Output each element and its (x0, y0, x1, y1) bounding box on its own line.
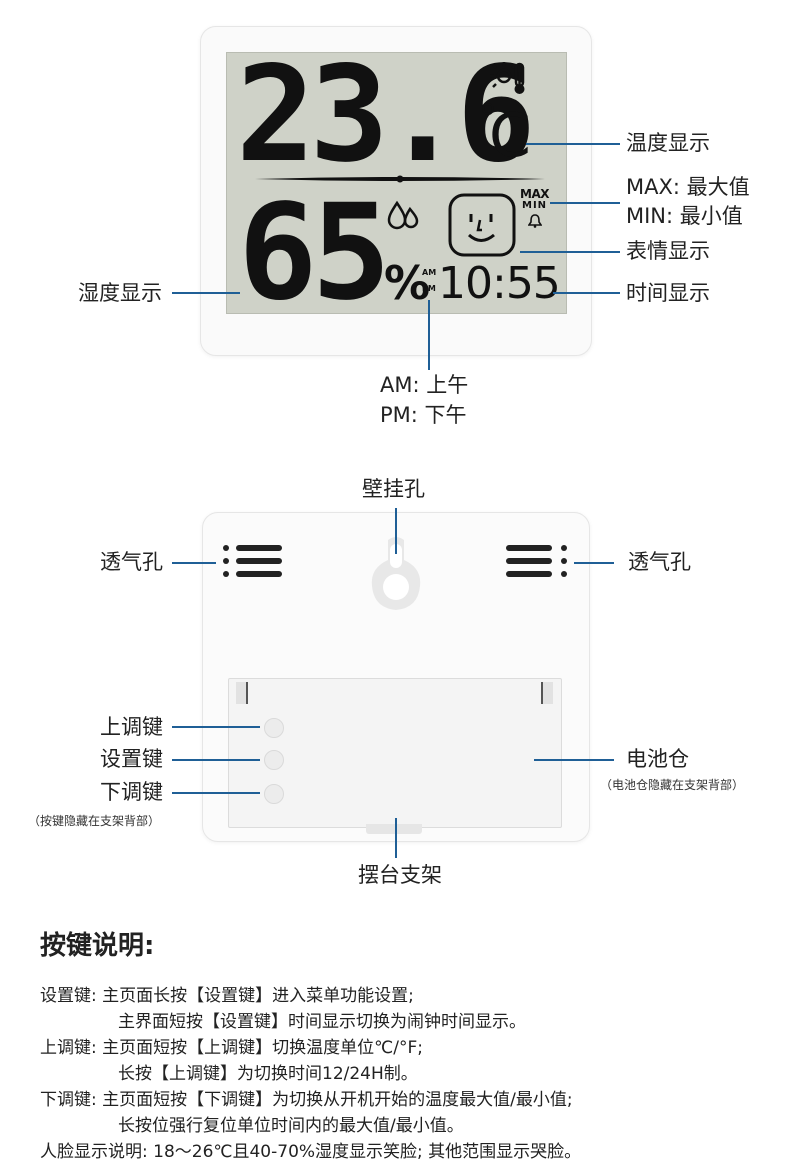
instructions-title: 按键说明: (40, 931, 155, 961)
leader-temperature (526, 143, 620, 145)
water-drops-icon (387, 200, 419, 230)
humidity-value: 65 (238, 176, 391, 330)
instr-line-5: 下调键: 主页面短按【下调键】为切换从开机开始的温度最大值/最小值; (40, 1085, 573, 1110)
label-min: MIN: 最小值 (626, 204, 743, 228)
vent-right (506, 545, 567, 577)
instr-prefix: 设置键: (40, 986, 97, 1006)
down-key[interactable] (264, 784, 284, 804)
humidity-unit: % (384, 256, 431, 310)
leader-ampm (428, 300, 430, 370)
leader-battery (534, 759, 614, 761)
instr-line-7: 人脸显示说明: 18～26℃且40-70%湿度显示笑脸; 其他范围显示哭脸。 (40, 1137, 581, 1162)
instr-text: 主界面短按【设置键】时间显示切换为闹钟时间显示。 (118, 1012, 526, 1032)
temperature-value: 23.6 (236, 38, 536, 192)
label-vent-right: 透气孔 (628, 550, 691, 574)
leader-vent-right (574, 562, 614, 564)
leader-stand (395, 818, 397, 858)
instr-prefix: 上调键: (40, 1038, 97, 1058)
stand-panel (228, 678, 562, 828)
stand-hinge-left (236, 682, 248, 704)
min-indicator: MIN (522, 200, 548, 211)
label-down-key: 下调键 (100, 780, 163, 804)
label-hang-hole: 壁挂孔 (362, 477, 425, 501)
leader-face (520, 251, 620, 253)
leader-up-key (172, 726, 260, 728)
label-temperature: 温度显示 (626, 131, 710, 155)
leader-vent-left (172, 562, 216, 564)
instr-line-1: 设置键: 主页面长按【设置键】进入菜单功能设置; (40, 981, 414, 1006)
label-up-key: 上调键 (100, 715, 163, 739)
alarm-bell-icon (528, 214, 542, 228)
am-indicator: AM (422, 268, 437, 277)
label-keys-note: （按键隐藏在支架背部） (28, 814, 161, 828)
leader-hang-hole (395, 508, 397, 554)
label-humidity: 湿度显示 (78, 281, 162, 305)
lcd-divider (255, 175, 545, 183)
leader-set-key (172, 759, 260, 761)
instr-line-2: 主界面短按【设置键】时间显示切换为闹钟时间显示。 (118, 1007, 526, 1032)
temperature-unit: C (489, 101, 531, 171)
label-stand: 摆台支架 (358, 863, 442, 887)
label-battery-note: （电池仓隐藏在支架背部） (600, 778, 745, 792)
degree-symbol (482, 103, 494, 115)
wall-hang-hole (371, 537, 421, 610)
label-vent-left: 透气孔 (100, 550, 163, 574)
sun-thermometer-icon (490, 62, 525, 94)
label-max: MAX: 最大值 (626, 175, 750, 199)
set-key[interactable] (264, 750, 284, 770)
label-battery: 电池仓 (626, 747, 689, 771)
max-indicator: MAX (520, 187, 549, 201)
instr-prefix: 下调键: (40, 1090, 97, 1110)
label-pm: PM: 下午 (380, 403, 467, 427)
label-am: AM: 上午 (380, 373, 469, 397)
up-key[interactable] (264, 718, 284, 738)
instr-text: 长按位强行复位单位时间内的最大值/最小值。 (118, 1116, 464, 1136)
smiley-face-icon (448, 193, 516, 257)
leader-time (553, 292, 620, 294)
label-set-key: 设置键 (100, 747, 163, 771)
instr-text: 主页面长按【设置键】进入菜单功能设置; (102, 986, 414, 1006)
instr-text: 主页面短按【下调键】为切换从开机开始的温度最大值/最小值; (102, 1090, 573, 1110)
label-face: 表情显示 (626, 239, 710, 263)
pm-indicator: PM (422, 284, 436, 293)
time-value: 10:55 (438, 258, 561, 309)
stand-foot (366, 824, 422, 834)
stand-hinge-right (541, 682, 553, 704)
instr-line-6: 长按位强行复位单位时间内的最大值/最小值。 (118, 1111, 464, 1136)
instr-text: 主页面短按【上调键】切换温度单位℃/°F; (102, 1038, 423, 1058)
leader-down-key (172, 792, 260, 794)
instr-text: 长按【上调键】为切换时间12/24H制。 (118, 1064, 418, 1084)
vent-left (223, 545, 282, 577)
leader-humidity (172, 292, 240, 294)
instr-line-4: 长按【上调键】为切换时间12/24H制。 (118, 1059, 418, 1084)
instr-text: 18～26℃且40-70%湿度显示笑脸; 其他范围显示哭脸。 (153, 1142, 582, 1162)
lcd-screen (226, 52, 567, 314)
label-time: 时间显示 (626, 281, 710, 305)
instr-prefix: 人脸显示说明: (40, 1142, 148, 1162)
instr-line-3: 上调键: 主页面短按【上调键】切换温度单位℃/°F; (40, 1033, 423, 1058)
leader-maxmin (550, 202, 620, 204)
